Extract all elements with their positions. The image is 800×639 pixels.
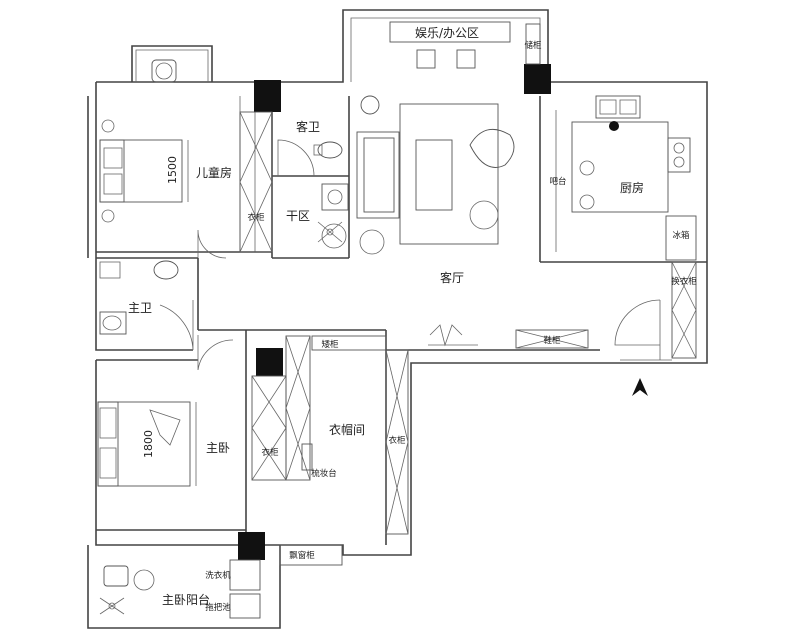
master-wardrobe — [251, 335, 311, 481]
dimension-master-bed: 1800 — [142, 430, 155, 458]
shoe-change-cabinet-block — [671, 261, 697, 359]
kids-bed — [99, 119, 189, 223]
storage-cabinet-block — [525, 23, 541, 65]
kids-chair — [151, 59, 177, 83]
north-arrow-icon — [632, 378, 648, 396]
room-label-kids-room: 儿童房 — [196, 165, 232, 180]
guest-bath-fixtures — [313, 95, 380, 211]
label-tv-cabinet: 矮柜 — [321, 339, 339, 350]
room-label-master-bath: 主卫 — [128, 301, 152, 315]
label-shoe-change-cabinet: 换衣柜 — [671, 276, 697, 287]
label-washer: 洗衣机 — [205, 570, 231, 581]
doors — [159, 139, 672, 371]
walls — [87, 9, 708, 629]
balcony-fixtures — [103, 544, 343, 619]
structural-columns — [238, 64, 551, 560]
label-master-wardrobe: 衣柜 — [261, 447, 279, 458]
closet-wardrobe — [311, 335, 409, 535]
label-mop-pool: 拖把池 — [205, 602, 231, 613]
room-label-master-bedroom: 主卧 — [206, 441, 230, 455]
room-label-kitchen: 厨房 — [620, 180, 644, 195]
vanity-table — [301, 443, 313, 471]
label-kids-wardrobe: 衣柜 — [247, 212, 265, 223]
room-label-dry-zone: 干区 — [286, 209, 310, 223]
kitchen-furniture — [555, 95, 697, 261]
room-label-guest-bath: 客卫 — [296, 119, 320, 134]
label-storage-cabinet: 储柜 — [524, 40, 542, 51]
kids-wardrobe — [239, 111, 273, 253]
room-label-master-balcony: 主卧阳台 — [162, 592, 210, 607]
master-bath-fixtures — [99, 260, 179, 335]
dimension-kids-bed: 1500 — [166, 156, 179, 184]
label-fridge: 冰箱 — [672, 230, 690, 241]
room-label-living-room: 客厅 — [440, 270, 464, 285]
label-shoe-cabinet: 鞋柜 — [543, 335, 561, 346]
living-furniture — [321, 21, 515, 347]
master-bed — [97, 401, 197, 487]
label-closet-wardrobe: 衣柜 — [388, 435, 406, 446]
shoe-cabinet-block — [515, 329, 589, 349]
plant-icon — [99, 221, 343, 615]
room-label-walk-in-closet: 衣帽间 — [329, 422, 365, 437]
label-laundry-cabinet: 飘窗柜 — [289, 550, 315, 561]
room-label-entertainment-office: 娱乐/办公区 — [415, 25, 479, 40]
label-vanity: 梳妆台 — [311, 468, 337, 479]
room-label-bar: 吧台 — [549, 176, 566, 187]
